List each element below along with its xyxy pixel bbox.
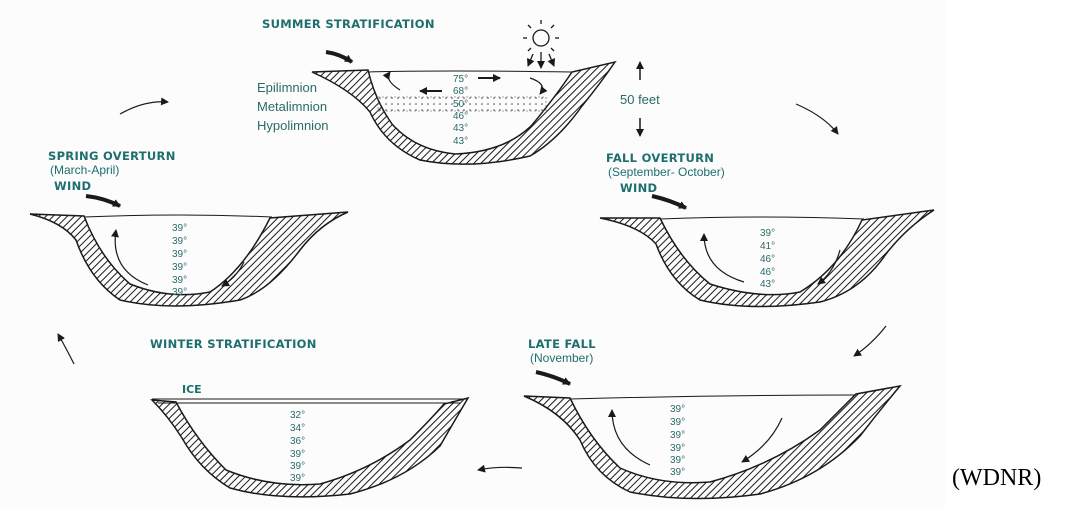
circulation-arrow-icon — [388, 72, 400, 90]
late-fall-panel: LATE FALL (November) 39° 39° 39° 39° 39°… — [524, 337, 900, 499]
winter-temp: 39° — [290, 461, 305, 472]
summer-temp: 46° — [453, 111, 468, 122]
summer-temp: 75° — [453, 74, 468, 85]
cycle-arrow-icon — [120, 102, 168, 114]
winter-temp: 39° — [290, 449, 305, 460]
late-fall-temp: 39° — [670, 430, 685, 441]
circulation-arrow-icon — [704, 234, 744, 282]
late-fall-title: LATE FALL — [528, 337, 596, 351]
winter-temp: 39° — [290, 473, 305, 484]
cycle-arrow-icon — [58, 334, 74, 364]
spring-temp: 39° — [172, 287, 187, 298]
spring-temp: 39° — [172, 262, 187, 273]
late-fall-temp: 39° — [670, 467, 685, 478]
cycle-arrow-icon — [854, 326, 886, 356]
wind-arrow-icon — [652, 196, 686, 208]
fall-overturn-panel: FALL OVERTURN (September- October) WIND … — [600, 151, 934, 307]
winter-stratification-panel: WINTER STRATIFICATION ICE 32° 34° 36° 39… — [150, 337, 468, 497]
spring-wind-label: WIND — [54, 179, 91, 193]
late-fall-temp: 39° — [670, 404, 685, 415]
wind-arrow-icon — [86, 196, 120, 206]
fall-title: FALL OVERTURN — [606, 151, 714, 165]
spring-basin — [30, 212, 348, 306]
cycle-arrow-icon — [478, 467, 522, 470]
water-surface — [84, 215, 272, 217]
spring-title: SPRING OVERTURN — [48, 149, 176, 163]
spring-overturn-panel: SPRING OVERTURN (March-April) WIND 39° 3… — [30, 149, 348, 306]
summer-temp: 50° — [453, 99, 468, 110]
source-credit: (WDNR) — [952, 465, 1041, 492]
fall-wind-label: WIND — [620, 181, 657, 195]
water-surface — [660, 217, 864, 219]
winter-basin — [152, 398, 468, 497]
winter-title: WINTER STRATIFICATION — [150, 337, 317, 351]
depth-label: 50 feet — [620, 92, 660, 107]
spring-months: (March-April) — [50, 163, 119, 177]
fall-temp: 46° — [760, 254, 775, 265]
water-surface — [368, 71, 572, 72]
late-fall-months: (November) — [530, 351, 593, 365]
layer-hypolimnion: Hypolimnion — [257, 118, 329, 133]
wind-arrow-icon — [326, 52, 352, 62]
winter-temp: 32° — [290, 410, 305, 421]
late-fall-basin — [524, 386, 900, 499]
summer-stratification-panel: SUMMER STRATIFICATION Epilimnion Metalim… — [257, 17, 660, 164]
fall-temp: 46° — [760, 267, 775, 278]
late-fall-temp: 39° — [670, 417, 685, 428]
winter-temp: 34° — [290, 423, 305, 434]
water-surface — [570, 395, 856, 399]
late-fall-temp: 39° — [670, 455, 685, 466]
layer-metalimnion: Metalimnion — [257, 99, 327, 114]
fall-temp: 41° — [760, 241, 775, 252]
sun-icon — [523, 20, 559, 68]
fall-months: (September- October) — [608, 165, 725, 179]
spring-temp: 39° — [172, 249, 187, 260]
circulation-arrow-icon — [612, 410, 650, 465]
winter-temp: 36° — [290, 436, 305, 447]
circulation-arrow-icon — [530, 78, 542, 94]
fall-temp: 39° — [760, 228, 775, 239]
wind-arrow-icon — [536, 372, 570, 384]
layer-epilimnion: Epilimnion — [257, 80, 317, 95]
summer-temp: 43° — [453, 136, 468, 147]
spring-temp: 39° — [172, 236, 187, 247]
cycle-arrow-icon — [796, 104, 838, 134]
summer-temp: 68° — [453, 86, 468, 97]
late-fall-temp: 39° — [670, 443, 685, 454]
fall-temp: 43° — [760, 279, 775, 290]
summer-title: SUMMER STRATIFICATION — [262, 17, 435, 31]
spring-temp: 39° — [172, 223, 187, 234]
spring-temp: 39° — [172, 275, 187, 286]
ice-label: ICE — [182, 383, 202, 396]
summer-temp: 43° — [453, 123, 468, 134]
circulation-arrow-icon — [742, 418, 782, 462]
